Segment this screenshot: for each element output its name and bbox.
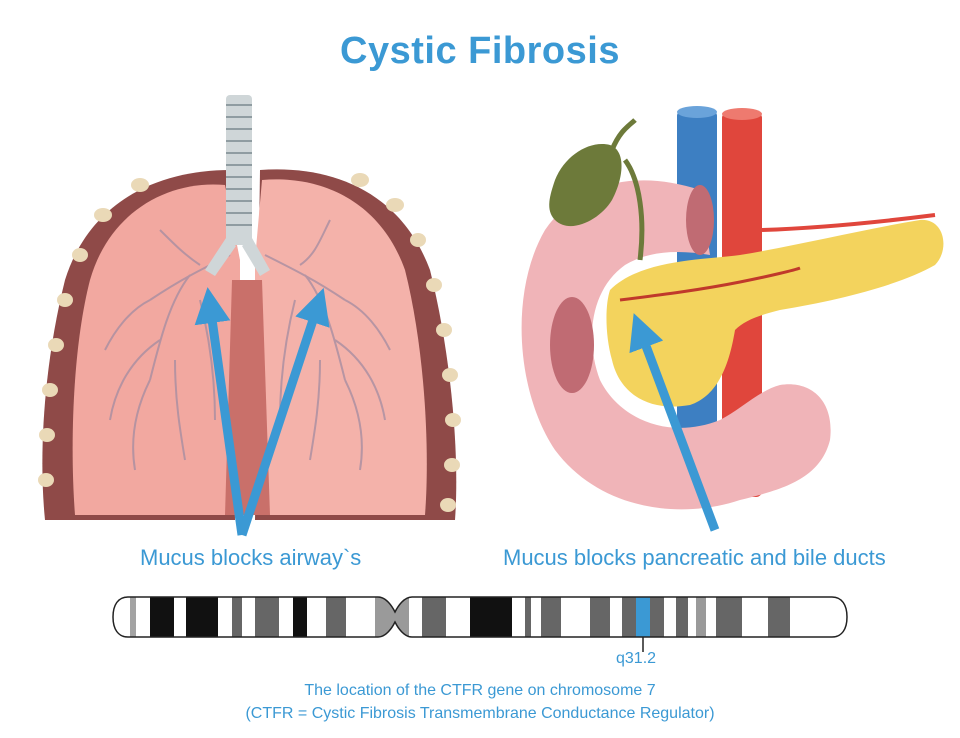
band [422, 597, 446, 637]
band [130, 597, 136, 637]
gallbladder [549, 144, 622, 227]
lungs-illustration [38, 95, 461, 537]
pancreas-arrow [629, 313, 720, 532]
duodenum-opening-side [550, 297, 594, 393]
band [395, 597, 409, 637]
right-lung [255, 179, 427, 515]
ctfr-definition-note: (CTFR = Cystic Fibrosis Transmembrane Co… [245, 705, 715, 722]
pancreas-illustration [521, 106, 944, 532]
band [696, 597, 706, 637]
pancreatic-duct [619, 266, 801, 302]
band [650, 597, 664, 637]
band [590, 597, 610, 637]
band-q31-2 [636, 597, 650, 637]
band [525, 597, 531, 637]
splenic-artery [761, 213, 936, 232]
band [255, 597, 279, 637]
pancreas [606, 219, 944, 407]
duodenum [521, 180, 831, 510]
pancreas-caption: Mucus blocks pancreatic and bile ducts [503, 545, 886, 570]
bile-duct [609, 118, 645, 261]
band [186, 597, 218, 637]
band [541, 597, 561, 637]
band [716, 597, 742, 637]
chromosome-7 [112, 596, 848, 652]
band [293, 597, 307, 637]
band [232, 597, 242, 637]
band [375, 597, 395, 637]
duodenum-opening-top [686, 185, 714, 255]
band [326, 597, 346, 637]
left-lung [72, 184, 240, 515]
mediastinum [225, 280, 270, 515]
band-label: q31.2 [616, 650, 657, 667]
band [768, 597, 790, 637]
lung-arrow-left [194, 287, 247, 536]
lungs-caption: Mucus blocks airway`s [140, 545, 362, 570]
gene-location-note: The location of the CTFR gene on chromos… [304, 682, 656, 699]
band [622, 597, 636, 637]
pleural-nodules [38, 173, 461, 512]
page-title: Cystic Fibrosis [340, 30, 620, 72]
lung-arrow-right [237, 287, 330, 537]
band [150, 597, 174, 637]
trachea [205, 95, 270, 276]
band [470, 597, 512, 637]
band [676, 597, 688, 637]
